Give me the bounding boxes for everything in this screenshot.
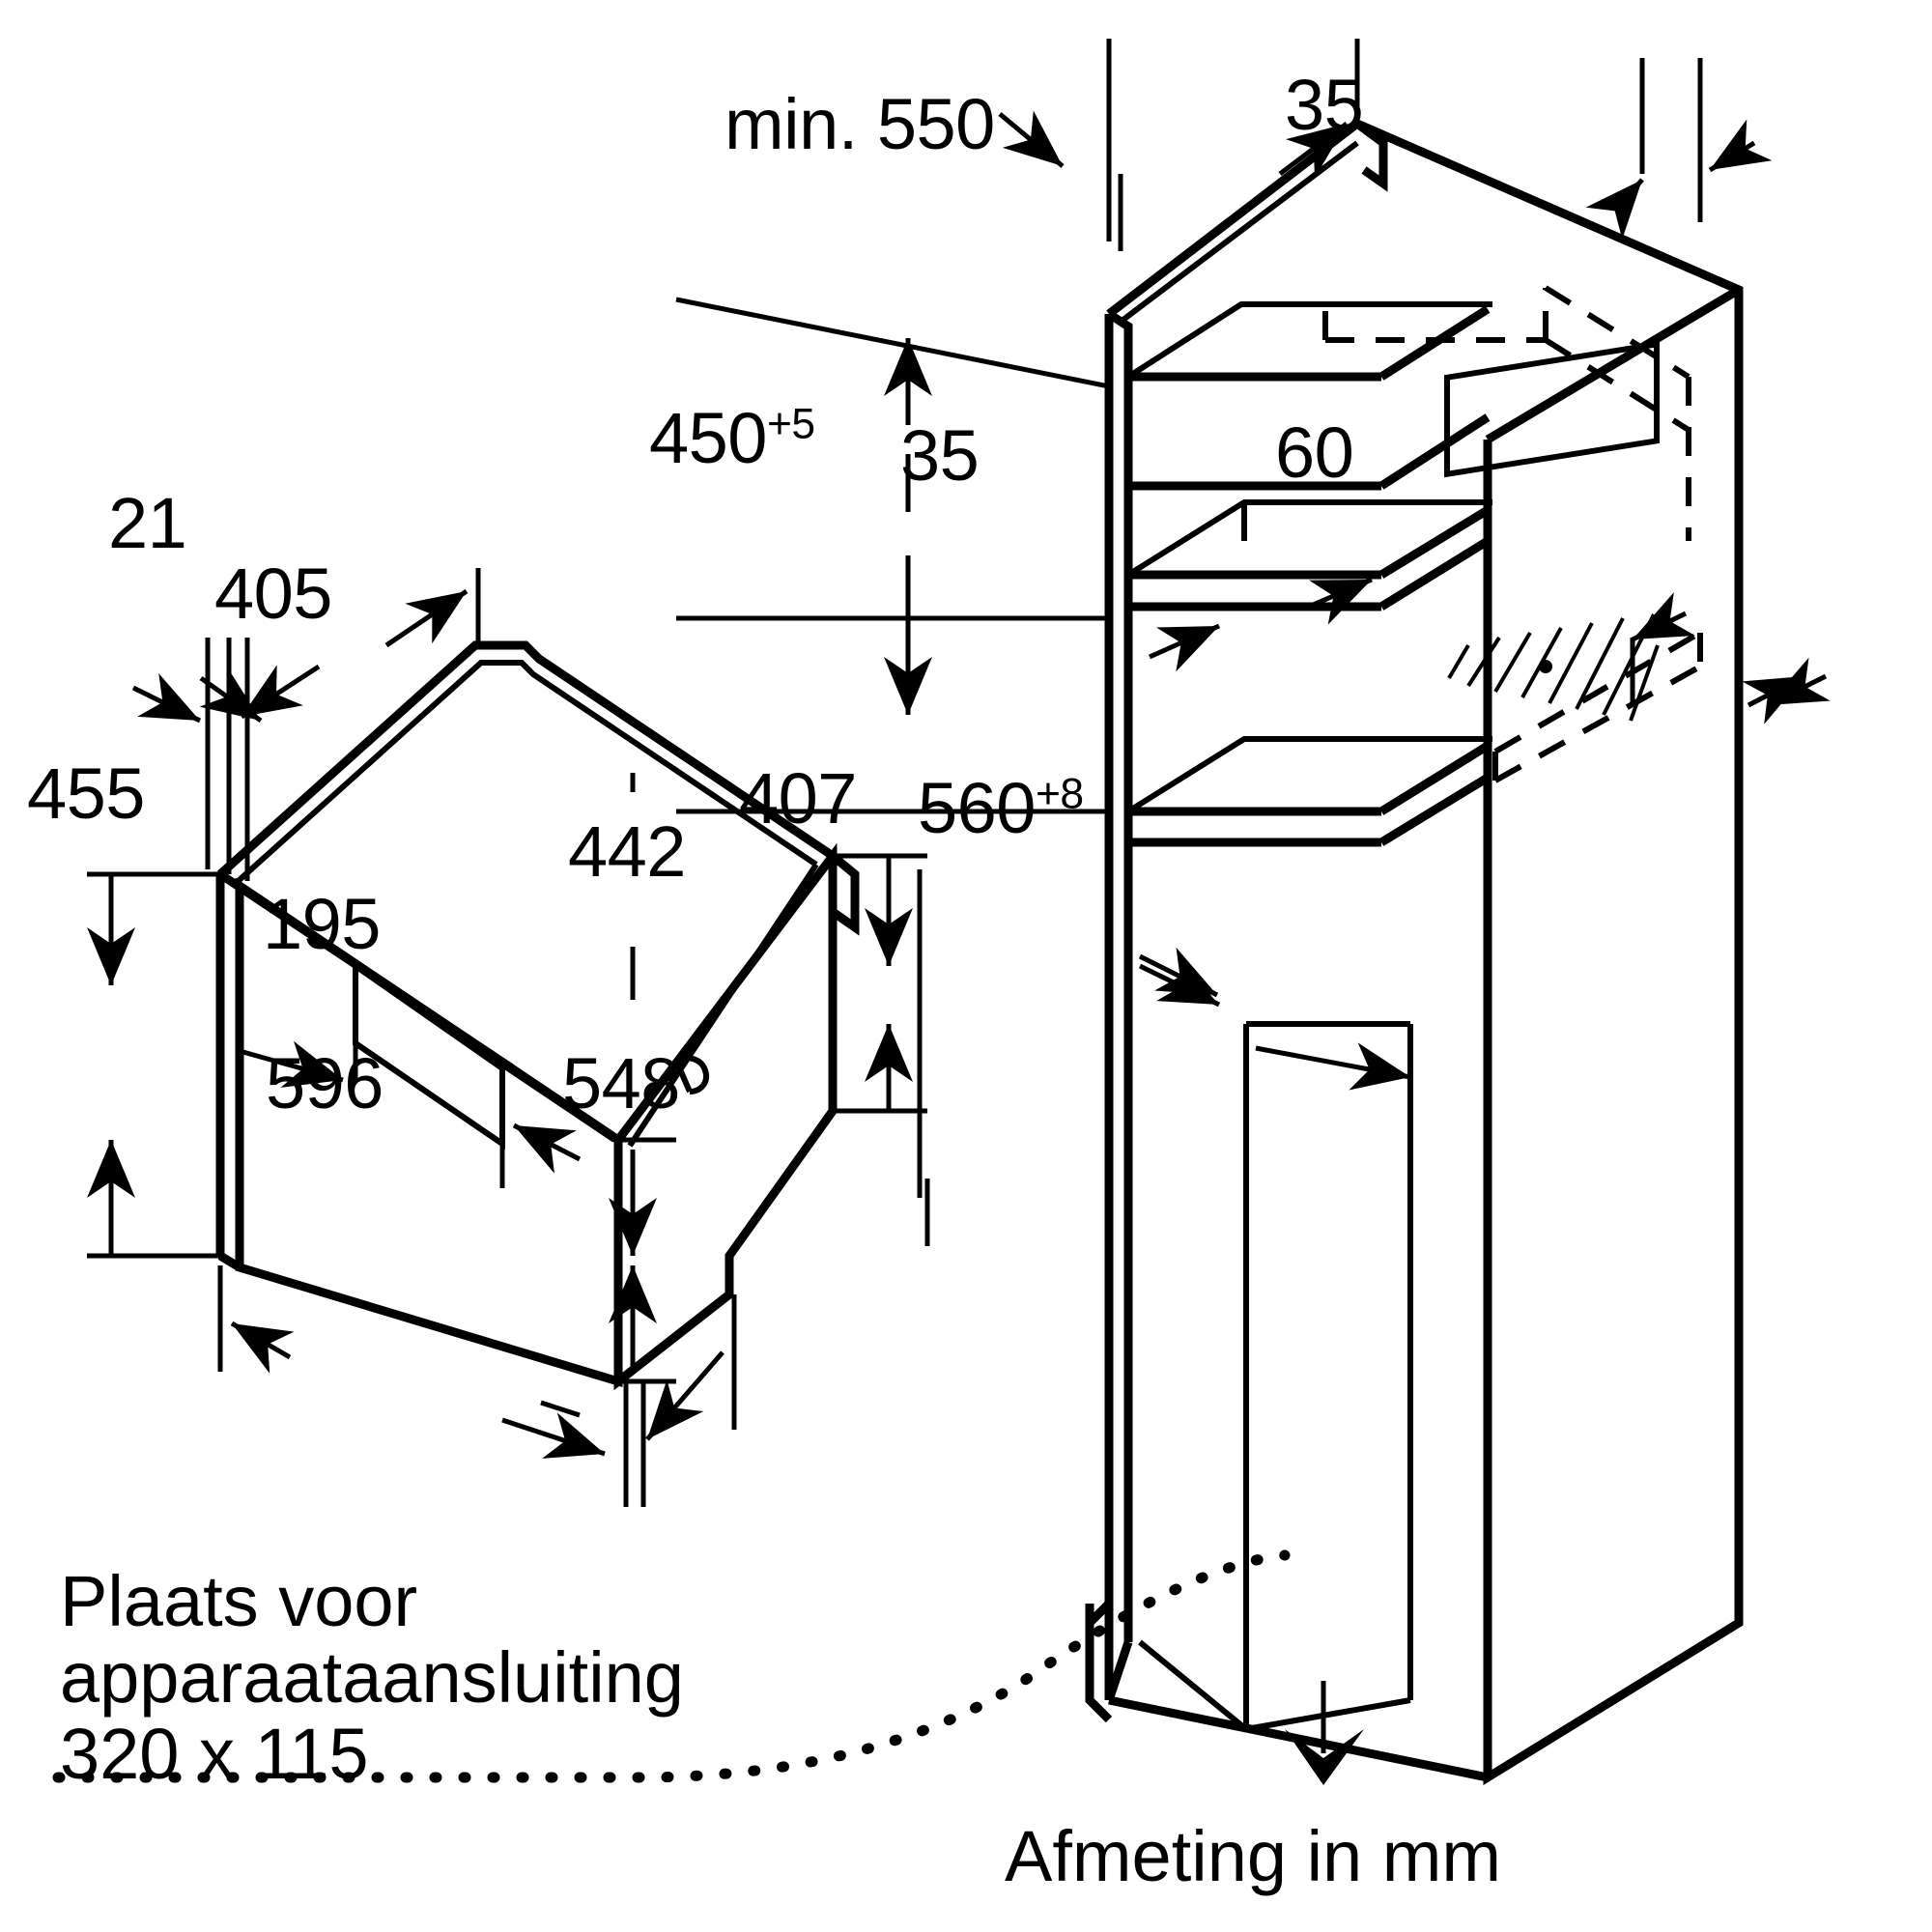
units-arrow bbox=[1285, 1681, 1364, 1785]
dimension-label-top-35: 35 bbox=[1285, 65, 1364, 145]
dimension-label-442: 442 bbox=[568, 811, 686, 892]
dimension-value-560: 560 bbox=[918, 768, 1036, 848]
appliance-body bbox=[215, 640, 860, 1391]
hidden-outline-upper bbox=[1322, 285, 1691, 541]
dimension-label-min-550: min. 550 bbox=[724, 84, 995, 164]
dimension-value-450: 450 bbox=[649, 398, 767, 478]
dimension-tolerance-560: +8 bbox=[1035, 770, 1084, 818]
dimension-label-455: 455 bbox=[27, 753, 145, 834]
cabinet-niche bbox=[1085, 118, 1744, 1786]
dimension-label-405: 405 bbox=[214, 554, 332, 634]
dimension-label-407: 407 bbox=[739, 758, 857, 838]
hidden-outline-lower bbox=[1492, 630, 1703, 783]
appliance-dimension-lines bbox=[87, 568, 930, 1507]
dimension-label-mid-35: 35 bbox=[900, 415, 980, 496]
dimension-label-450-plus5: 450+5 bbox=[649, 403, 815, 474]
connection-leader-dotted bbox=[52, 1549, 1291, 1783]
dimension-label-596: 596 bbox=[266, 1043, 384, 1123]
dimension-label-195: 195 bbox=[263, 884, 381, 964]
dimension-label-60: 60 bbox=[1275, 412, 1354, 493]
dimension-tolerance-450: +5 bbox=[766, 400, 815, 448]
appliance-connection-note: Plaats voor apparaataansluiting 320 x 11… bbox=[60, 1561, 684, 1795]
cabinet-dimension-lines bbox=[675, 39, 1831, 1159]
dimension-label-548: 548 bbox=[562, 1043, 680, 1123]
units-note: Afmeting in mm bbox=[1005, 1816, 1502, 1896]
dimension-label-560-plus8: 560+8 bbox=[918, 773, 1084, 844]
dimension-label-21: 21 bbox=[108, 483, 187, 563]
